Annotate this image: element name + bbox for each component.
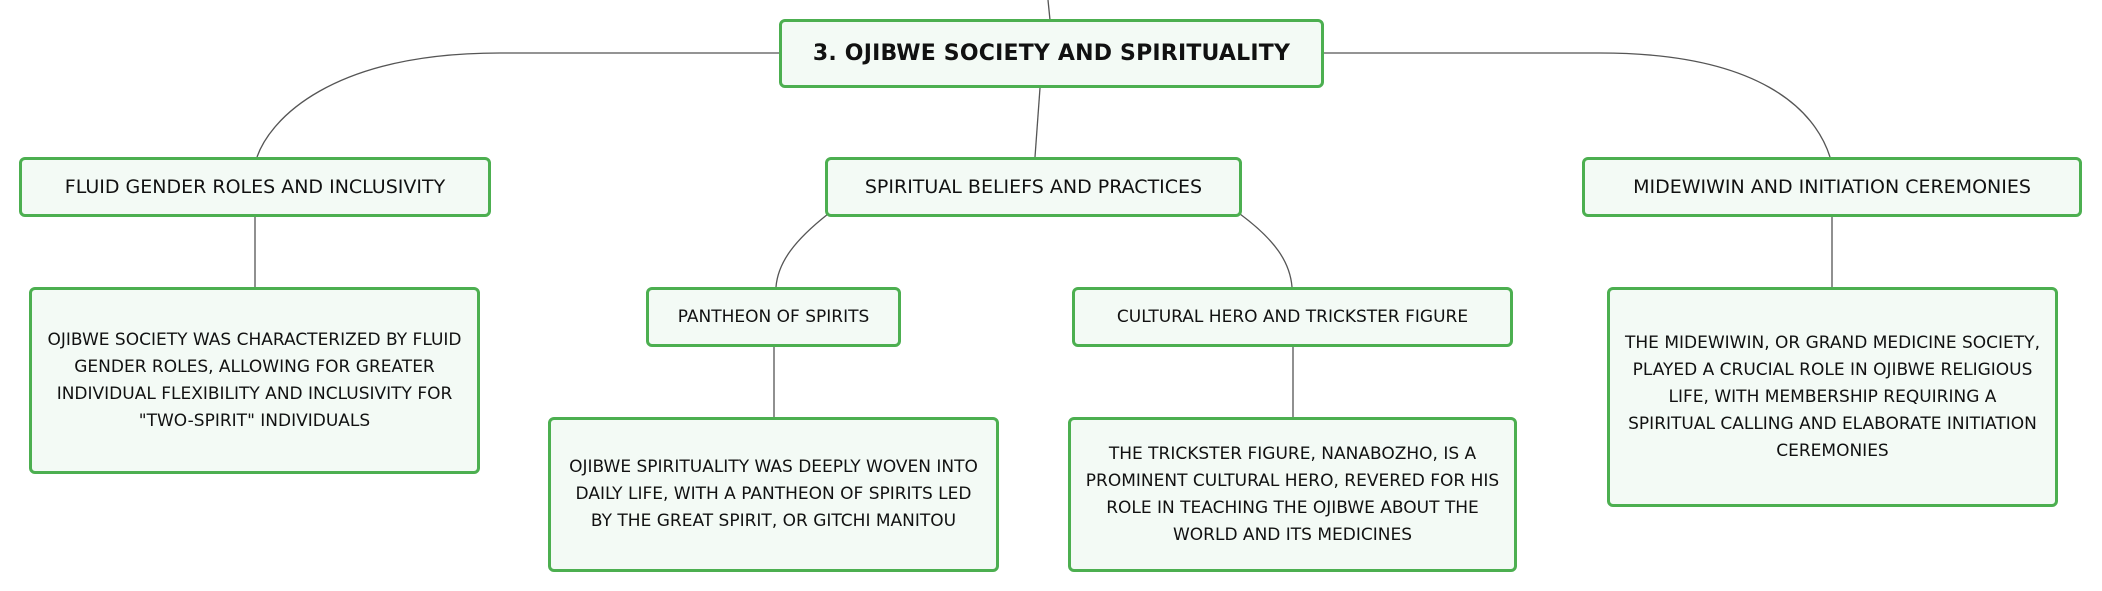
root-node-label: 3. OJIBWE SOCIETY AND SPIRITUALITY bbox=[812, 41, 1291, 66]
detail-node-trickster[interactable]: THE TRICKSTER FIGURE, NANABOZHO, IS A PR… bbox=[1068, 417, 1517, 572]
topic-label-midewiwin: MIDEWIWIN AND INITIATION CEREMONIES bbox=[1633, 176, 2031, 198]
subtopic-label-trickster: CULTURAL HERO AND TRICKSTER FIGURE bbox=[1116, 307, 1469, 327]
subtopic-node-pantheon[interactable]: PANTHEON OF SPIRITS bbox=[646, 287, 901, 347]
connector-root-to-gender bbox=[256, 52, 780, 158]
detail-text-gender-roles: OJIBWE SOCIETY WAS CHARACTERIZED BY FLUI… bbox=[47, 329, 462, 431]
topic-node-midewiwin[interactable]: MIDEWIWIN AND INITIATION CEREMONIES bbox=[1582, 157, 2082, 217]
detail-text-midewiwin: THE MIDEWIWIN, OR GRAND MEDICINE SOCIETY… bbox=[1625, 332, 2040, 461]
connector-parent-to-root bbox=[1047, 0, 1051, 21]
detail-text-trickster: THE TRICKSTER FIGURE, NANABOZHO, IS A PR… bbox=[1085, 443, 1500, 545]
detail-text-pantheon: OJIBWE SPIRITUALITY WAS DEEPLY WOVEN INT… bbox=[569, 457, 978, 531]
topic-node-spiritual-beliefs[interactable]: SPIRITUAL BELIEFS AND PRACTICES bbox=[825, 157, 1242, 217]
connector-beliefs-to-trickster bbox=[1239, 213, 1293, 288]
subtopic-label-pantheon: PANTHEON OF SPIRITS bbox=[677, 307, 870, 327]
connector-root-to-midewiwin bbox=[1322, 52, 1831, 158]
topic-node-gender-roles[interactable]: FLUID GENDER ROLES AND INCLUSIVITY bbox=[19, 157, 491, 217]
topic-label-gender-roles: FLUID GENDER ROLES AND INCLUSIVITY bbox=[64, 176, 446, 198]
detail-node-midewiwin[interactable]: THE MIDEWIWIN, OR GRAND MEDICINE SOCIETY… bbox=[1607, 287, 2058, 507]
connector-beliefs-to-pantheon bbox=[775, 213, 829, 288]
connector-root-to-beliefs bbox=[1034, 87, 1041, 158]
root-node[interactable]: 3. OJIBWE SOCIETY AND SPIRITUALITY bbox=[779, 19, 1324, 88]
detail-node-pantheon[interactable]: OJIBWE SPIRITUALITY WAS DEEPLY WOVEN INT… bbox=[548, 417, 999, 572]
subtopic-node-trickster[interactable]: CULTURAL HERO AND TRICKSTER FIGURE bbox=[1072, 287, 1513, 347]
detail-node-gender-roles[interactable]: OJIBWE SOCIETY WAS CHARACTERIZED BY FLUI… bbox=[29, 287, 480, 474]
topic-label-spiritual-beliefs: SPIRITUAL BELIEFS AND PRACTICES bbox=[864, 176, 1203, 198]
